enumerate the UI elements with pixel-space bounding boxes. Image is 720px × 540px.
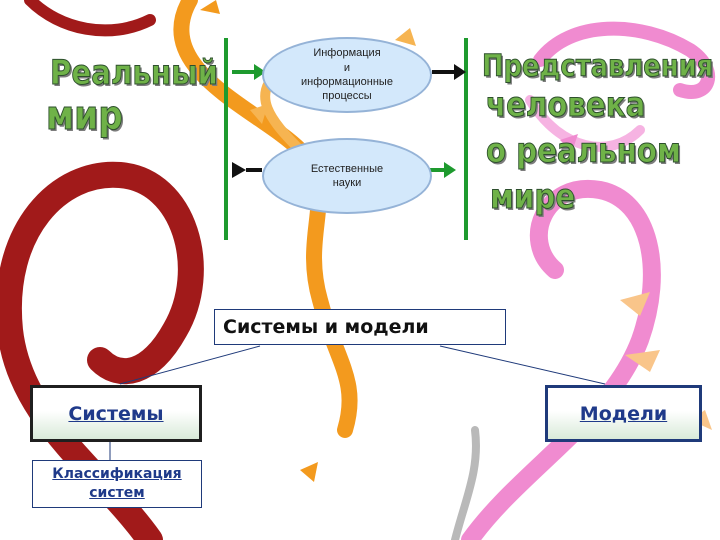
natural-sciences-ellipse: Естественные науки	[262, 138, 432, 214]
real-world-title-line1: Реальный	[50, 53, 219, 93]
systems-and-models-label: Системы и модели	[223, 316, 429, 338]
real-world-title-line2: мир	[46, 93, 124, 139]
classification-box[interactable]: Классификация систем	[32, 460, 202, 508]
connector-line	[439, 345, 606, 385]
classification-link[interactable]: Классификация систем	[52, 466, 182, 501]
pink-ribbon-mid	[525, 95, 645, 152]
pink-ribbon	[461, 179, 661, 540]
models-box[interactable]: Модели	[545, 385, 702, 442]
representations-title-line3: о реальном	[486, 131, 682, 171]
info-processes-label: Информация и информационные процессы	[301, 47, 393, 103]
confetti	[625, 350, 660, 372]
confetti	[250, 104, 268, 124]
representations-title-line1: Представления	[482, 49, 714, 84]
systems-and-models-box: Системы и модели	[214, 309, 506, 345]
models-link[interactable]: Модели	[579, 402, 668, 425]
systems-link[interactable]: Системы	[68, 402, 164, 425]
arrow-head-green	[254, 64, 266, 80]
systems-box[interactable]: Системы	[30, 385, 202, 442]
confetti	[620, 292, 650, 316]
arrow-head-green	[444, 162, 456, 178]
grey-ribbon	[451, 426, 480, 540]
arrow-head-black	[232, 162, 246, 178]
connector-line	[119, 345, 261, 385]
confetti	[300, 462, 318, 482]
red-ribbon-top	[24, 0, 156, 37]
representations-title-line4: мире	[490, 177, 576, 217]
natural-sciences-label: Естественные науки	[310, 162, 384, 189]
confetti	[200, 0, 220, 14]
info-processes-ellipse: Информация и информационные процессы	[262, 37, 432, 113]
confetti	[560, 134, 578, 152]
pink-ribbon-top	[533, 21, 716, 99]
representations-title-line2: человека	[486, 85, 646, 125]
confetti	[395, 28, 416, 46]
arrow-head-black	[454, 64, 466, 80]
